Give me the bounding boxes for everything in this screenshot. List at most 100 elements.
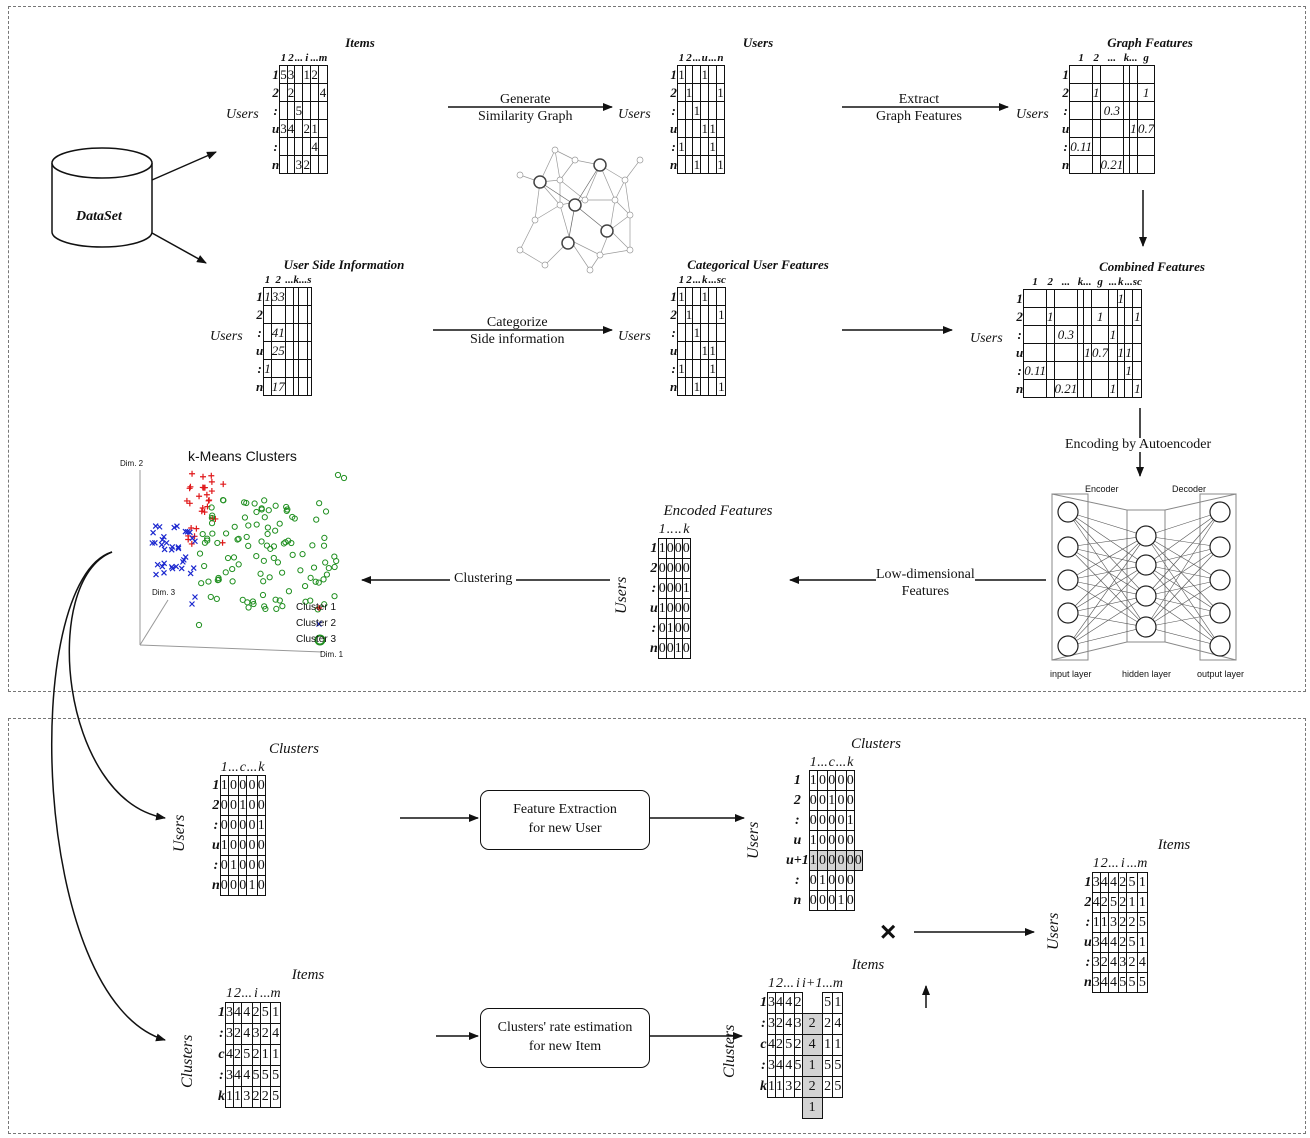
matrix-cell: 0: [673, 538, 683, 559]
col-header: ...: [1108, 856, 1119, 871]
col-header: ...: [246, 760, 258, 775]
items-right-title: Items: [851, 957, 885, 973]
cluster-2-point: [189, 535, 196, 542]
row-header: 2: [650, 560, 658, 576]
legend-c3-marker: [314, 634, 326, 646]
matrix-cell: 3: [279, 119, 288, 138]
matrix-cell: 1: [677, 287, 686, 306]
col-header: ...: [817, 755, 828, 770]
graph-edge: [609, 214, 631, 231]
row-header: 2: [670, 307, 677, 322]
matrix-row: :0.11: [1062, 137, 1156, 156]
cluster-3-point: [264, 524, 271, 531]
matrix-cell: [306, 287, 313, 306]
col-header: c: [239, 760, 246, 775]
matrix-cell: 0: [827, 890, 837, 911]
cluster-3-point: [314, 606, 321, 613]
matrix-cell: [1099, 65, 1125, 84]
matrix-cell: 4: [309, 137, 320, 156]
matrix-cell: [1108, 361, 1118, 380]
col-header: 2: [686, 51, 692, 64]
cluster-3-point: [213, 595, 220, 602]
matrix-cell: 0: [816, 810, 829, 831]
matrix-cell: [1091, 325, 1110, 344]
cluster-3-point: [249, 598, 256, 605]
cluster-2-point: [173, 563, 180, 570]
cluster-1-point: [188, 524, 195, 531]
matrix-cell: 2: [286, 83, 296, 102]
cluster-3-point: [322, 508, 330, 515]
matrix-cell: 1: [832, 992, 844, 1014]
cluster-3-point: [229, 565, 236, 573]
col-header: 1: [658, 522, 666, 537]
matrix-cell: 4: [767, 1034, 776, 1056]
matrix-cell: 0: [845, 850, 855, 871]
col-header: n: [717, 51, 724, 64]
matrix-cell: 33: [270, 287, 286, 306]
cluster-3-point: [299, 551, 306, 558]
matrix-cell: [1069, 155, 1094, 174]
cluster-2-point: [169, 544, 176, 550]
matrix-cell: [684, 119, 694, 138]
matrix-cell: 4: [801, 1034, 823, 1056]
col-header: ...: [822, 976, 833, 991]
matrix-cell: [1128, 83, 1139, 102]
matrix-cell: 1: [1099, 912, 1109, 933]
row-header: :: [213, 817, 219, 833]
matrix-cell: 1: [227, 855, 240, 876]
matrix-cell: [1046, 289, 1055, 308]
matrix-cell: 1: [1082, 343, 1093, 362]
matrix-cell: 0: [681, 558, 691, 579]
matrix-cell: 2: [775, 1034, 784, 1056]
label-generate-text: Generate Similarity Graph: [478, 92, 573, 124]
legend-c3-text: Cluster 3: [296, 634, 337, 645]
matrix-cell: 5: [1126, 972, 1138, 993]
col-header: 1: [1078, 51, 1084, 64]
matrix-cell: 4: [269, 1023, 282, 1045]
times-symbol: ×: [880, 916, 897, 947]
matrix-cell: [692, 137, 702, 156]
legend-c2-text: Cluster 2: [296, 618, 337, 629]
matrix-cell: 0: [227, 875, 240, 896]
matrix-cell: 4: [233, 1002, 242, 1024]
matrix-cell: [1053, 361, 1079, 380]
col-header: ...: [228, 760, 239, 775]
graph-user-node: [600, 224, 614, 238]
label-extract-text: Extract Graph Features: [876, 92, 962, 124]
graph-edge: [554, 149, 576, 161]
matrix-cell: 2: [233, 1023, 242, 1045]
ae-connection: [1145, 564, 1221, 581]
matrix-cell: 0: [246, 775, 258, 796]
matrix-cell: [1069, 83, 1094, 102]
col-header: ...: [1061, 275, 1071, 288]
ae-connection: [1067, 579, 1147, 597]
ae-connection: [1145, 595, 1221, 614]
col-header: ...: [692, 51, 701, 64]
matrix-cell: 1: [219, 775, 229, 796]
row-header: n: [650, 640, 658, 656]
graph-edge: [624, 159, 641, 181]
cluster-3-point: [261, 497, 268, 504]
cluster-2-point: [192, 594, 198, 600]
cluster-3-point: [209, 512, 216, 519]
matrix-cell: [294, 65, 304, 84]
cluster-2-point: [175, 544, 182, 550]
matrix-cell: 1: [673, 638, 683, 659]
matrix-cell: 1: [707, 119, 718, 138]
matrix-cell: 0: [827, 850, 837, 871]
label-lowdim-text: Low-dimensional Features: [876, 567, 975, 599]
row-header: 2: [1016, 309, 1023, 324]
col-header: ...: [835, 755, 847, 770]
cluster-3-point: [313, 516, 320, 523]
col-header: m: [270, 986, 281, 1001]
matrix-cell: [306, 359, 313, 378]
cluster-1-point: [183, 497, 190, 504]
matrix-cell: 1: [716, 377, 727, 396]
